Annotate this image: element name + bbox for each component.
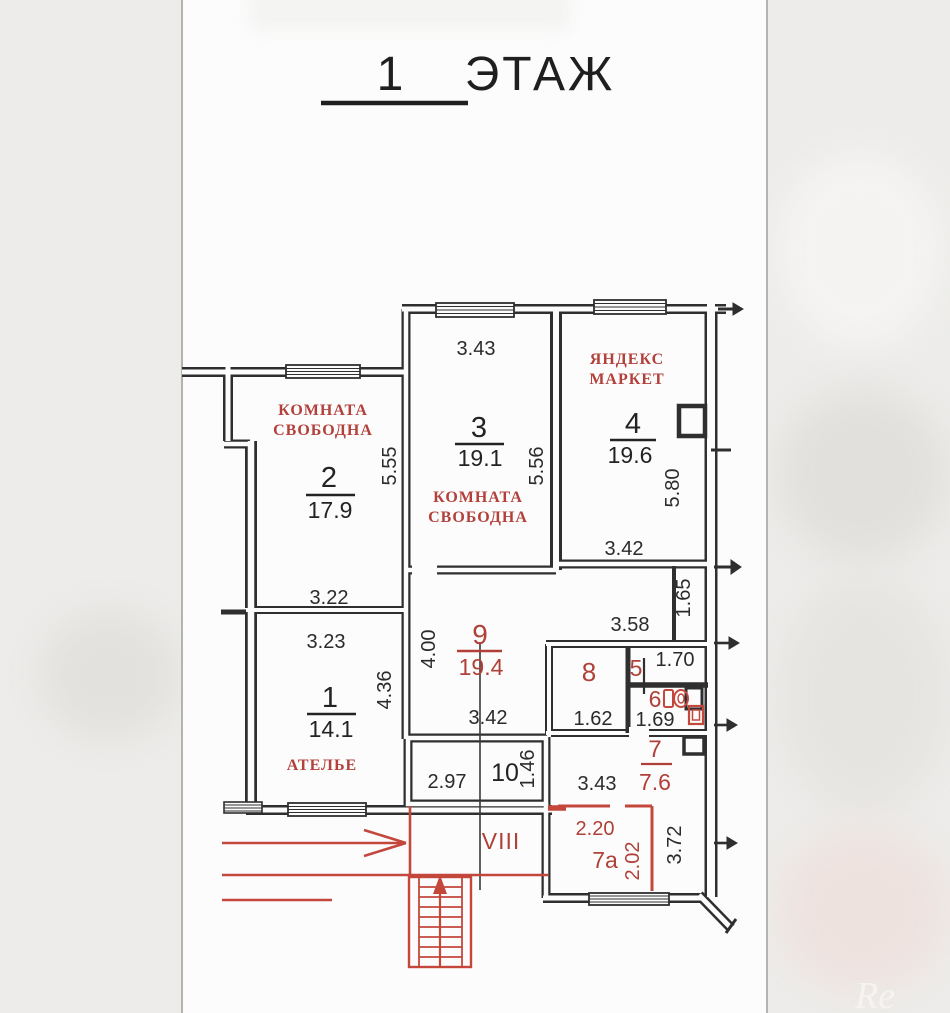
dim-room9-top: 3.58 (611, 614, 650, 636)
room4-number: 4 (625, 408, 641, 440)
window-room2-top (285, 364, 361, 379)
sink-icon (687, 704, 705, 726)
room2-status-line2: СВОБОДНА (273, 422, 373, 439)
title-block: 1 ЭТАЖ (321, 48, 616, 106)
stairs-up-arrow (433, 875, 447, 894)
room6-number: 6 (649, 686, 662, 712)
windows (223, 299, 670, 906)
room7a-red-outline (548, 804, 654, 891)
room-labels: 2 17.9 КОМНАТА СВОБОДНА 3 19.1 КОМНАТА С… (273, 351, 672, 873)
room3-area: 19.1 (458, 445, 503, 471)
room3-number: 3 (471, 412, 487, 444)
dim-room2-bottom: 3.22 (310, 587, 349, 609)
dim-room8-bottom: 1.62 (574, 708, 613, 730)
dim-room1-right: 4.36 (374, 671, 396, 710)
door-opening-room6 (629, 727, 649, 739)
window-room7a-bottom (588, 892, 670, 906)
room3-status-line1: КОМНАТА (433, 489, 523, 506)
room4-tenant-line2: МАРКЕТ (589, 371, 664, 388)
room4-area: 19.6 (608, 442, 653, 468)
room7-number: 7 (648, 736, 661, 763)
title-floor-number: 1 (377, 48, 404, 101)
wall-fin-corner (724, 918, 738, 934)
vestibule-number: VIII (482, 828, 521, 854)
room3-status-line2: СВОБОДНА (428, 509, 528, 526)
dim-room9-left: 4.00 (418, 630, 440, 669)
exit-arrows (714, 302, 744, 850)
dim-room10-width: 2.97 (428, 771, 467, 793)
room8-number: 8 (582, 657, 596, 687)
dim-room9-bottom: 3.42 (469, 707, 508, 729)
scan-ghost-right-1 (775, 150, 945, 350)
window-room1-bottom (287, 802, 367, 817)
dim-room2-right: 5.55 (379, 447, 401, 486)
scan-ghost-right-2 (778, 390, 948, 560)
walls-partitions (221, 566, 708, 733)
dim-room9-niche: 1.65 (673, 579, 695, 618)
room1-number: 1 (322, 682, 338, 714)
door-opening-room9 (412, 562, 437, 577)
scan-ghost-right-3 (780, 580, 948, 810)
duct-room4 (676, 403, 708, 439)
window-room3-top (435, 302, 515, 318)
dim-room3-right: 5.56 (526, 447, 548, 486)
dim-room7-width: 3.43 (578, 773, 617, 795)
room5-number: 5 (630, 655, 643, 681)
dim-room4-right: 5.80 (662, 469, 684, 508)
dim-room5-width: 1.70 (656, 649, 695, 671)
scan-ghost-left (40, 610, 180, 740)
wall-notch-room7 (682, 735, 706, 756)
window-room4-top (593, 299, 667, 315)
exit-arrow-right-2 (714, 636, 740, 650)
dim-room10-depth: 1.46 (517, 750, 539, 789)
stairs-icon (407, 875, 473, 969)
dim-room3-top: 3.43 (457, 338, 496, 360)
room2-status-line1: КОМНАТА (278, 402, 368, 419)
toilet-icon (663, 689, 689, 708)
entrance-arrow (222, 828, 407, 858)
sheet-right-edge (766, 0, 768, 1013)
walls-core (182, 304, 733, 930)
scan-ghost-right-4 (778, 830, 948, 990)
dim-room4-bottom: 3.42 (605, 538, 644, 560)
duct-room6 (684, 686, 704, 711)
red-annotations (222, 689, 705, 969)
dim-room7-right: 3.72 (664, 826, 686, 865)
watermark: Re (854, 975, 895, 1013)
room1-area: 14.1 (309, 716, 354, 742)
exit-arrow-right-3 (714, 718, 738, 732)
dimensions: 3.43 3.42 3.58 3.22 3.23 3.42 2.97 1.62 … (307, 338, 695, 880)
exit-arrow-right-1 (714, 559, 742, 575)
room2-area: 17.9 (308, 497, 353, 523)
dim-room6-bottom: 1.69 (636, 709, 675, 731)
room4-tenant-line1: ЯНДЕКС (590, 351, 664, 368)
room7-area: 7.6 (639, 769, 671, 795)
room1-label: АТЕЛЬЕ (287, 757, 357, 774)
sheet-left-edge (181, 0, 183, 1013)
room7a-number: 7а (592, 847, 618, 873)
room9-number: 9 (472, 619, 488, 650)
exit-arrow-top-right (718, 302, 744, 316)
window-corner-left (223, 801, 263, 814)
room2-number: 2 (321, 462, 337, 494)
room9-area: 19.4 (459, 654, 504, 680)
dim-room7a-depth: 2.02 (622, 842, 644, 881)
exit-arrow-right-4 (714, 836, 738, 850)
dim-room7a-width: 2.20 (576, 818, 615, 840)
dim-room1-top: 3.23 (307, 631, 346, 653)
title-floor-word: ЭТАЖ (465, 48, 616, 101)
room10-number: 10 (491, 759, 519, 787)
sheet-ghost-top (250, 0, 570, 30)
